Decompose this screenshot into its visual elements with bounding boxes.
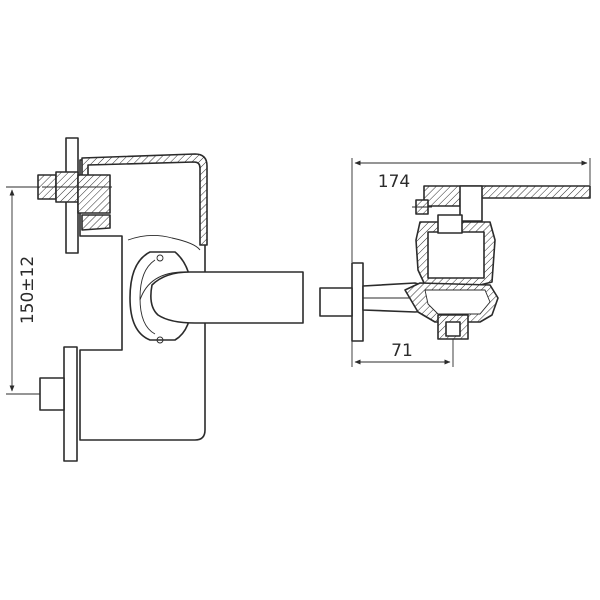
body-wall-section-inlet [81, 214, 111, 231]
cartridge-core [427, 231, 485, 279]
top-inlet-body [77, 174, 111, 214]
side-outlet-bore [445, 321, 461, 337]
valve-body-inner [127, 235, 201, 251]
cartridge-spindle [437, 214, 463, 234]
lever-handle-shade [139, 271, 191, 301]
bottom-flange [63, 346, 78, 462]
side-wall-flange [351, 262, 364, 342]
side-stem-stub [319, 287, 353, 317]
side-lever [423, 185, 591, 207]
side-view [319, 185, 591, 342]
height-dim-label: 150±12 [18, 256, 38, 324]
height-dimension: 150±12 [6, 186, 40, 395]
side-lower-body-cavity [424, 289, 491, 315]
body-wall-section-top [81, 153, 208, 246]
ring-screw-top [156, 254, 164, 262]
wall-dim-label: 71 [391, 341, 413, 361]
depth-dim-label: 174 [378, 172, 410, 192]
side-lever-block [459, 185, 483, 222]
depth-dimension-total: 174 [351, 158, 591, 262]
bottom-inlet-stub [39, 377, 65, 411]
lever-ring-inner [139, 259, 156, 335]
lever-handle [150, 271, 304, 324]
depth-dimension-wall: 71 [351, 339, 454, 367]
ring-screw-bottom [156, 336, 164, 344]
front-view [37, 137, 304, 462]
